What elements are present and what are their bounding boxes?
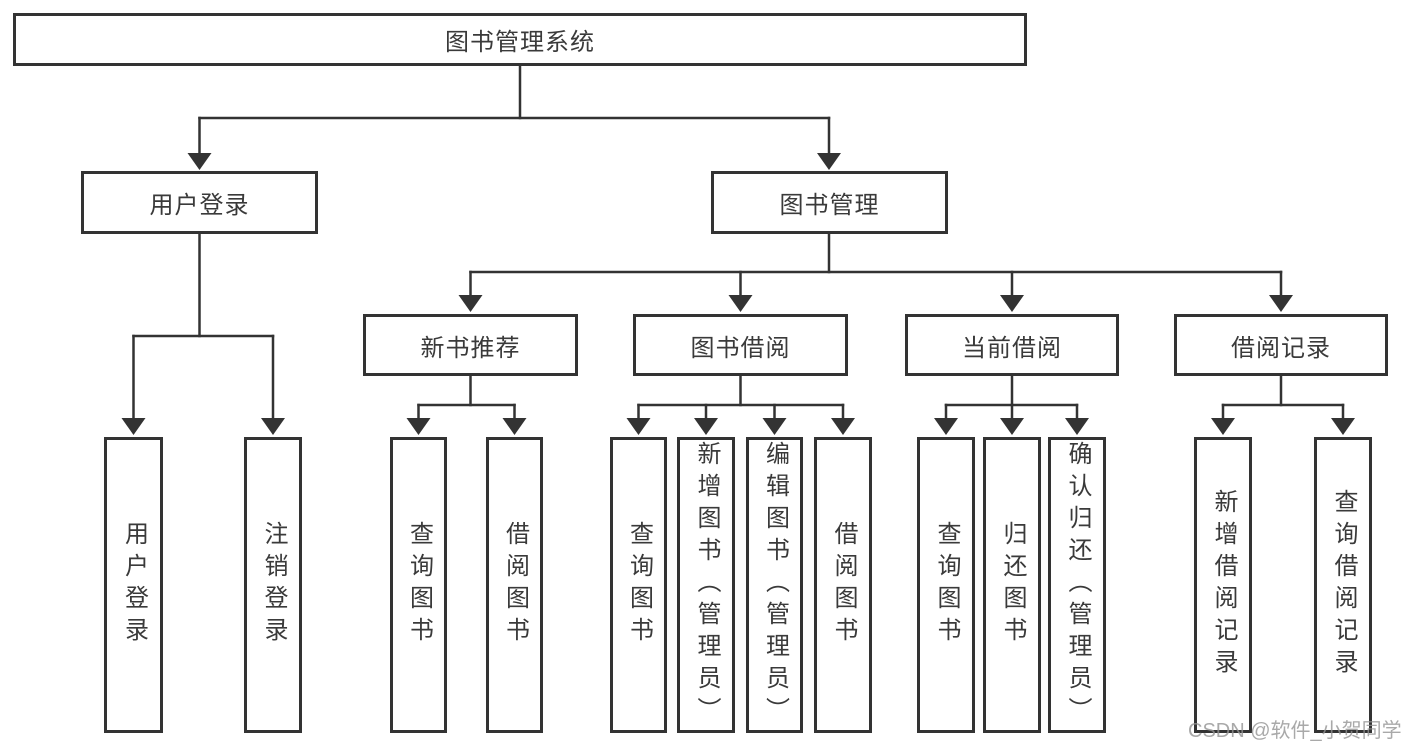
- leaf-user-login-label: 用户登录: [120, 521, 148, 649]
- node-user-login: 用户登录: [81, 171, 318, 234]
- leaf-add-book-admin-label: 新增图书（管理员）: [693, 441, 720, 729]
- node-library-management-system: 图书管理系统: [13, 13, 1027, 66]
- leaf-borrow-book-recommend: 借阅图书: [486, 437, 543, 733]
- leaf-add-borrow-record-label: 新增借阅记录: [1210, 489, 1237, 681]
- leaf-confirm-return-admin-label: 确认归还（管理员）: [1064, 441, 1091, 729]
- leaf-return-book-label: 归还图书: [999, 521, 1026, 649]
- node-current-borrowing: 当前借阅: [905, 314, 1119, 376]
- leaf-query-book-current-label: 查询图书: [933, 521, 960, 649]
- leaf-borrow-book: 借阅图书: [814, 437, 872, 733]
- leaf-query-book-borrow: 查询图书: [610, 437, 667, 733]
- leaf-add-book-admin: 新增图书（管理员）: [677, 437, 735, 733]
- node-user-login-label: 用户登录: [149, 192, 250, 219]
- node-borrowing-records-label: 借阅记录: [1231, 334, 1331, 362]
- leaf-query-book-recommend: 查询图书: [390, 437, 447, 733]
- node-new-book-recommendation-label: 新书推荐: [420, 334, 521, 362]
- leaf-logout-label: 注销登录: [260, 521, 287, 649]
- leaf-query-book-borrow-label: 查询图书: [625, 521, 653, 649]
- leaf-confirm-return-admin: 确认归还（管理员）: [1048, 437, 1106, 733]
- node-current-borrowing-label: 当前借阅: [962, 334, 1062, 362]
- node-new-book-recommendation: 新书推荐: [363, 314, 578, 376]
- leaf-borrow-book-label: 借阅图书: [830, 521, 857, 649]
- leaf-edit-book-admin: 编辑图书（管理员）: [746, 437, 803, 733]
- leaf-query-borrow-record-label: 查询借阅记录: [1330, 489, 1357, 681]
- node-borrowing-records: 借阅记录: [1174, 314, 1388, 376]
- leaf-borrow-book-recommend-label: 借阅图书: [501, 521, 529, 649]
- node-book-borrowing-label: 图书借阅: [690, 334, 791, 362]
- node-library-management-system-label: 图书管理系统: [445, 29, 595, 56]
- node-book-management: 图书管理: [711, 171, 948, 234]
- leaf-user-login: 用户登录: [104, 437, 163, 733]
- leaf-return-book: 归还图书: [983, 437, 1041, 733]
- node-book-management-label: 图书管理: [779, 192, 880, 219]
- node-book-borrowing: 图书借阅: [633, 314, 848, 376]
- csdn-watermark: CSDN @软件_小贺同学: [1188, 720, 1402, 742]
- leaf-edit-book-admin-label: 编辑图书（管理员）: [761, 441, 789, 729]
- leaf-add-borrow-record: 新增借阅记录: [1194, 437, 1252, 733]
- leaf-query-borrow-record: 查询借阅记录: [1314, 437, 1372, 733]
- leaf-query-book-current: 查询图书: [917, 437, 975, 733]
- leaf-logout: 注销登录: [244, 437, 302, 733]
- leaf-query-book-recommend-label: 查询图书: [405, 521, 433, 649]
